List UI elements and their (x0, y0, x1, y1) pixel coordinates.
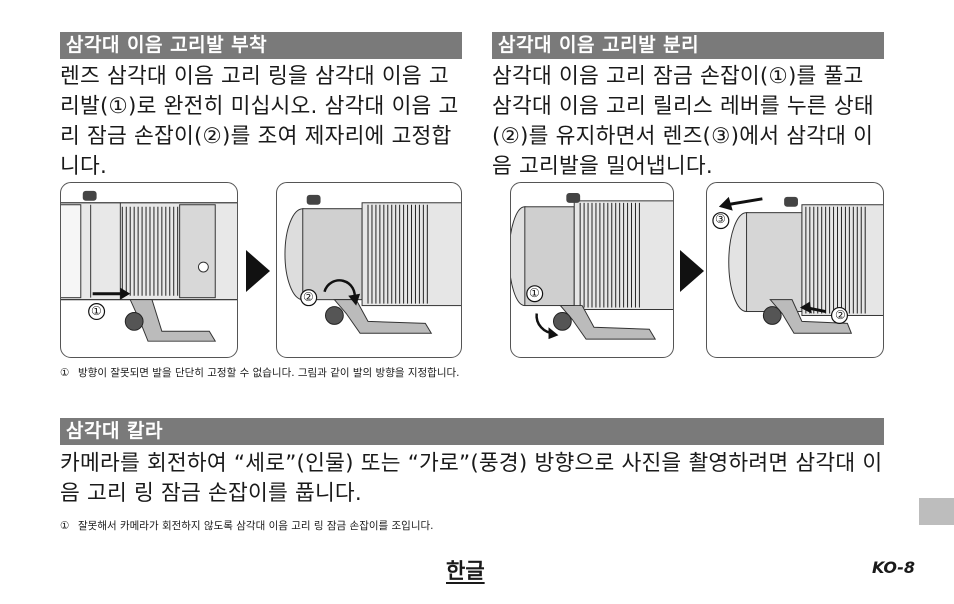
note-mark: ① (60, 520, 70, 532)
footer-language: 한글 (446, 559, 485, 583)
lens-illustration (284, 194, 461, 334)
next-step-arrow-icon (246, 250, 270, 292)
collar-heading: 삼각대 칼라 (60, 418, 884, 445)
attach-body: 렌즈 삼각대 이음 고리 링을 삼각대 이음 고리발(①)로 완전히 미십시오.… (60, 64, 459, 179)
detach-fig2-callout-a: ③ (715, 212, 726, 226)
collar-note-text: 잘못해서 카메라가 회전하지 않도록 삼각대 이음 고리 링 잠금 손잡이를 조… (78, 520, 434, 532)
detach-fig2-callout-b: ② (835, 308, 846, 322)
next-step-arrow-icon (680, 250, 704, 292)
attach-fig2-callout: ② (303, 290, 314, 304)
collar-body: 카메라를 회전하여 “세로”(인물) 또는 “가로”(풍경) 방향으로 사진을 … (60, 451, 883, 506)
lens-illustration (511, 192, 673, 340)
attach-figure-1: ① (60, 182, 238, 358)
lens-illustration (61, 190, 237, 342)
attach-fig1-callout: ① (91, 304, 102, 318)
page-number: KO-8 (872, 558, 916, 577)
detach-fig1-callout: ① (529, 286, 540, 300)
collar-note: ① 잘못해서 카메라가 회전하지 않도록 삼각대 이음 고리 링 잠금 손잡이를 … (60, 519, 880, 533)
attach-heading: 삼각대 이음 고리발 부착 (60, 32, 462, 59)
detach-heading: 삼각대 이음 고리발 분리 (492, 32, 884, 59)
note-mark: ① (60, 367, 70, 379)
detach-body: 삼각대 이음 고리 잠금 손잡이(①)를 풀고 삼각대 이음 고리 릴리스 레버… (492, 64, 874, 179)
attach-note-text: 방향이 잘못되면 발을 단단히 고정할 수 없습니다. 그림과 같이 발의 방향… (78, 367, 460, 379)
detach-figure-1: ① (510, 182, 674, 358)
side-index-tab (919, 498, 954, 525)
detach-figure-2: ③ ② (706, 182, 884, 358)
lens-illustration (712, 196, 883, 334)
attach-figure-2: ② (276, 182, 462, 358)
attach-note: ① 방향이 잘못되면 발을 단단히 고정할 수 없습니다. 그림과 같이 발의 방… (60, 366, 465, 380)
